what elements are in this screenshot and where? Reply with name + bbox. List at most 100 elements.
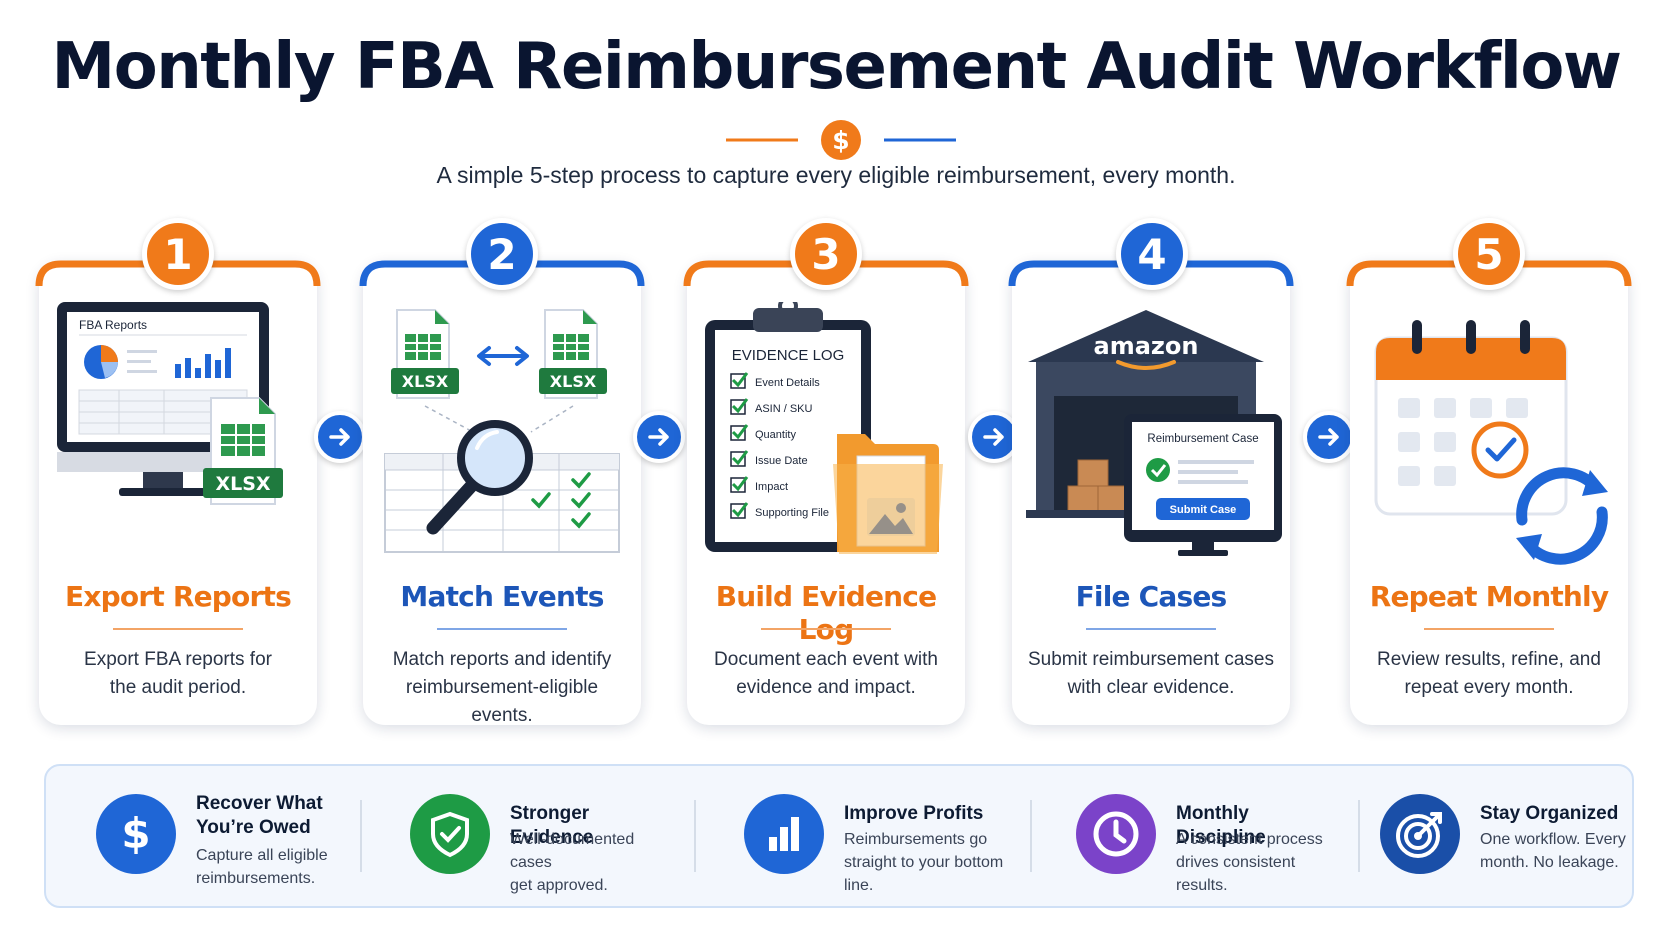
xlsx-file-icon: XLSX <box>203 397 283 505</box>
title-divider: $ <box>726 120 956 160</box>
benefit-description-line: Reimbursements go <box>844 831 988 848</box>
benefit-description: Reimbursements go straight to your botto… <box>844 828 1020 897</box>
file-label: XLSX <box>215 473 270 495</box>
checklist-item: Supporting File <box>755 507 829 519</box>
benefit-description-line: One workflow. Every <box>1480 831 1626 848</box>
benefit-description: One workflow. Every month. No leakage. <box>1480 828 1626 874</box>
bar-chart-icon <box>744 794 824 874</box>
benefit-item: Improve Profits Reimbursements go straig… <box>720 766 1020 906</box>
benefit-description: A consistent process drives consistent r… <box>1176 828 1342 897</box>
step-description: Document each event with evidence and im… <box>699 646 953 702</box>
calendar-repeat-icon <box>1374 320 1608 565</box>
benefit-title-line: You’re Owed <box>196 817 311 838</box>
step-number-badge-5: 5 <box>1453 218 1525 290</box>
step-description-line: the audit period. <box>109 677 247 698</box>
benefit-description-line: drives consistent results. <box>1176 854 1296 894</box>
step-title: Build Evidence Log <box>715 580 937 646</box>
benefit-divider <box>1030 800 1032 872</box>
svg-text:$: $ <box>121 809 150 858</box>
repeat-arrows-icon <box>1516 467 1608 565</box>
benefit-description-line: month. No leakage. <box>1480 854 1619 871</box>
monitor-report-icon: FBA Reports XLSX <box>57 302 283 505</box>
step-title: File Cases <box>1075 580 1228 613</box>
file-label: XLSX <box>402 372 449 391</box>
step-number-badge-1: 1 <box>142 218 214 290</box>
step-title-underline <box>1424 628 1554 630</box>
benefit-item: Monthly Discipline A consistent process … <box>1052 766 1342 906</box>
page-title: Monthly FBA Reimbursement Audit Workflow <box>51 30 1622 104</box>
dollar-icon: $ <box>96 794 176 874</box>
benefit-title: Improve Profits <box>844 803 984 824</box>
step-description-line: with clear evidence. <box>1067 677 1235 698</box>
step-card-2: XLSX XLSX <box>359 260 645 726</box>
step-description-line: Review results, refine, and <box>1377 649 1601 670</box>
arrow-right-icon <box>633 411 685 463</box>
step-number-badge-4: 4 <box>1116 218 1188 290</box>
xlsx-file-icon: XLSX <box>539 309 607 399</box>
step-title-underline <box>761 628 891 630</box>
benefit-description: Well-documented cases get approved. <box>510 828 676 897</box>
page-subtitle: A simple 5-step process to capture every… <box>436 162 1236 188</box>
folder-image-icon <box>833 434 943 554</box>
dollar-symbol: $ <box>832 126 849 155</box>
step-description: Review results, refine, and repeat every… <box>1362 646 1616 702</box>
arrow-right-icon <box>1303 411 1355 463</box>
benefit-title: Recover What You’re Owed <box>196 792 323 840</box>
swap-arrows-icon <box>477 346 529 366</box>
clipboard-checklist-icon: EVIDENCE LOG Event Details ASIN / SKU Qu… <box>705 302 943 554</box>
amazon-logo: amazon <box>1094 332 1199 360</box>
benefit-divider <box>1358 800 1360 872</box>
magnifier-match-icon: XLSX XLSX <box>384 309 620 553</box>
step-card-4: amazon Reimbursement Case Submit Case Fi… <box>1008 260 1294 725</box>
step-number-badge-2: 2 <box>466 218 538 290</box>
dollar-coin-icon: $ <box>821 120 861 160</box>
step-title-underline <box>113 628 243 630</box>
shield-check-icon <box>410 794 490 874</box>
benefit-description-line: reimbursements. <box>196 870 316 887</box>
step-description-line: Export FBA reports for <box>84 649 272 670</box>
benefits-strip: $ Recover What You’re Owed Capture all e… <box>44 764 1634 908</box>
arrow-right-icon <box>314 411 366 463</box>
log-title: EVIDENCE LOG <box>732 347 845 364</box>
benefit-divider <box>694 800 696 872</box>
step-description: Export FBA reports for the audit period. <box>51 646 305 702</box>
checklist-item: Issue Date <box>755 455 808 467</box>
panel-title: Reimbursement Case <box>1147 433 1258 445</box>
file-label: XLSX <box>550 372 597 391</box>
checklist-item: Quantity <box>755 429 796 441</box>
step-title-underline <box>1086 628 1216 630</box>
benefit-item: $ Recover What You’re Owed Capture all e… <box>72 766 362 906</box>
benefit-description-line: Capture all eligible <box>196 847 328 864</box>
step-description: Match reports and identify reimbursement… <box>375 646 629 730</box>
step-number-badge-3: 3 <box>790 218 862 290</box>
step-title-underline <box>437 628 567 630</box>
step-title: Export Reports <box>65 580 292 613</box>
step-description-line: evidence and impact. <box>736 677 916 698</box>
xlsx-file-icon: XLSX <box>391 309 459 399</box>
benefit-description-line: straight to your bottom line. <box>844 854 1004 894</box>
benefit-description: Capture all eligible reimbursements. <box>196 844 328 890</box>
step-title: Repeat Monthly <box>1369 580 1609 613</box>
step-card-5: Repeat Monthly Review results, refine, a… <box>1346 260 1632 725</box>
clock-icon <box>1076 794 1156 874</box>
target-icon <box>1380 794 1460 874</box>
benefit-title-line: Recover What <box>196 793 323 814</box>
step-title: Match Events <box>400 580 604 613</box>
step-description-line: Document each event with <box>714 649 938 670</box>
benefit-description-line: get approved. <box>510 877 608 894</box>
benefit-description-line: Well-documented cases <box>510 831 635 871</box>
benefit-title: Stay Organized <box>1480 803 1619 824</box>
benefit-divider <box>360 800 362 872</box>
benefit-title: Monthly Discipline <box>1176 803 1266 848</box>
submit-case-label: Submit Case <box>1170 504 1237 516</box>
step-description-line: Match reports and identify <box>392 649 612 670</box>
benefit-item: Stay Organized One workflow. Every month… <box>1356 766 1632 906</box>
benefit-title: Stronger Evidence <box>510 803 594 848</box>
benefit-item: Stronger Evidence Well-documented cases … <box>386 766 676 906</box>
benefit-description-line: A consistent process <box>1176 831 1323 848</box>
checklist-item: Impact <box>755 481 788 493</box>
step-description-line: repeat every month. <box>1404 677 1574 698</box>
checklist-item: ASIN / SKU <box>755 403 813 415</box>
screen-title: FBA Reports <box>79 318 147 332</box>
step-description-line: reimbursement-eligible events. <box>405 677 599 726</box>
